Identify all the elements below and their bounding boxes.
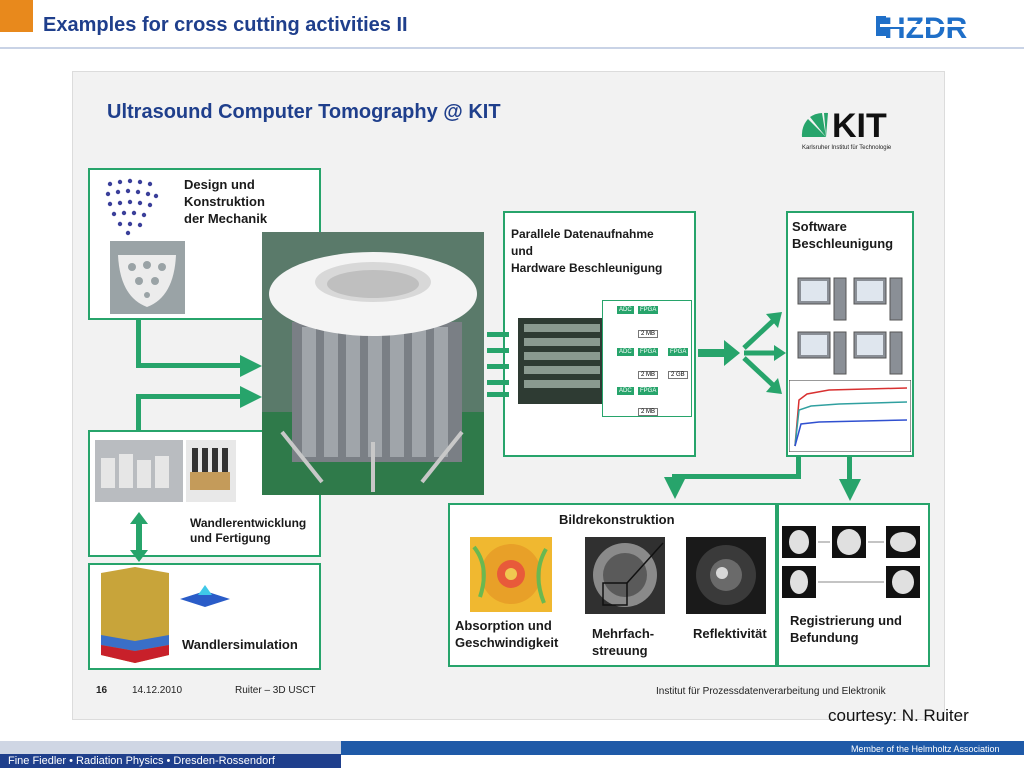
parallel-label: Parallele Datenaufnahme und Hardware Bes…: [511, 227, 663, 275]
software-label: Software Beschleunigung: [792, 219, 894, 251]
mechanics-dot-model-image: [105, 178, 159, 236]
fpga-chip: FPGA: [638, 306, 659, 314]
svg-text:Karlsruher Institut für Techno: Karlsruher Institut für Technologie: [802, 145, 892, 151]
transducer-array-photo: [186, 440, 236, 502]
fanout-arrows-icon: [742, 312, 786, 394]
adc-chip: ADC: [617, 348, 634, 356]
signal-arrows-icon: [487, 332, 509, 397]
footer-bar-left: [0, 741, 341, 754]
orange-accent-square: [0, 0, 33, 32]
arrow-right-icon: [240, 386, 262, 408]
registrierung-label: Registrierung und Befundung: [790, 613, 902, 645]
hzdr-logo: HZDR: [876, 12, 1008, 44]
connector-line: [672, 474, 801, 479]
svg-text:KIT: KIT: [832, 107, 887, 145]
connector-line: [136, 394, 141, 432]
connector-line: [847, 457, 852, 483]
footer-bar-right: [341, 741, 1024, 755]
slide-page-number: 16: [96, 685, 108, 696]
memory-chip: 2 MB: [638, 408, 659, 416]
kit-logo: KIT Karlsruher Institut für Technologie: [801, 107, 892, 151]
helmholtz-member-text: Member of the Helmholtz Association: [851, 744, 1000, 754]
connector-line: [136, 320, 141, 368]
courtesy-note: courtesy: N. Ruiter: [828, 706, 969, 725]
speedup-plot-image: [789, 380, 911, 452]
memory-chip: 2 MB: [638, 330, 659, 338]
computer-cluster-icon: [797, 277, 903, 375]
simulation-block-image: [101, 567, 169, 663]
connector-line: [136, 394, 246, 399]
page-title: Examples for cross cutting activities II: [43, 14, 408, 36]
footer-bar-dark: [0, 754, 341, 768]
adc-chip: ADC: [617, 387, 634, 395]
reflekt-label: Reflektivität: [693, 626, 767, 641]
svg-text:HZDR: HZDR: [884, 12, 968, 44]
wandler-sim-label: Wandlersimulation: [182, 637, 298, 652]
wandler-dev-label: Wandlerentwicklung und Fertigung: [190, 516, 307, 545]
slide-author: Ruiter – 3D USCT: [235, 685, 316, 696]
arrow-down-icon: [839, 479, 861, 501]
reflectivity-image: [686, 537, 766, 614]
header-divider: [0, 47, 1024, 49]
arrow-updown-icon: [130, 512, 148, 562]
white-bowl-photo: [110, 241, 185, 314]
usct-device-photo: [262, 232, 484, 495]
fpga-schematic: [602, 300, 692, 417]
bild-label: Bildrekonstruktion: [559, 512, 675, 527]
absorption-image: [470, 537, 552, 612]
slide-institute: Institut für Prozessdatenverarbeitung un…: [656, 686, 886, 697]
footer-text: Fine Fiedler • Radiation Physics • Dresd…: [8, 755, 275, 767]
arrow-right-icon: [698, 340, 740, 366]
slide-date: 14.12.2010: [132, 685, 183, 696]
registration-images: [782, 526, 920, 598]
connector-line: [796, 457, 801, 479]
fpga-chip: FPGA: [638, 387, 659, 395]
connector-line: [136, 363, 246, 368]
memory-chip: 2 GB: [668, 371, 688, 379]
memory-chip: 2 MB: [638, 371, 659, 379]
fpga-chip: FPGA: [668, 348, 689, 356]
arrow-down-icon: [664, 477, 686, 499]
design-label: Design und Konstruktion der Mechanik: [184, 177, 268, 226]
slide-title: Ultrasound Computer Tomography @ KIT: [107, 101, 501, 123]
adc-chip: ADC: [617, 306, 634, 314]
arrow-right-icon: [240, 355, 262, 377]
daq-hardware-photo: [518, 318, 606, 404]
absorption-label: Absorption und Geschwindigkeit: [455, 618, 559, 650]
multiscatter-image: [585, 537, 665, 614]
transducer-photo: [95, 440, 183, 502]
simulation-field-image: [176, 573, 234, 611]
fpga-chip: FPGA: [638, 348, 659, 356]
mehrfach-label: Mehrfach- streuung: [592, 626, 655, 658]
